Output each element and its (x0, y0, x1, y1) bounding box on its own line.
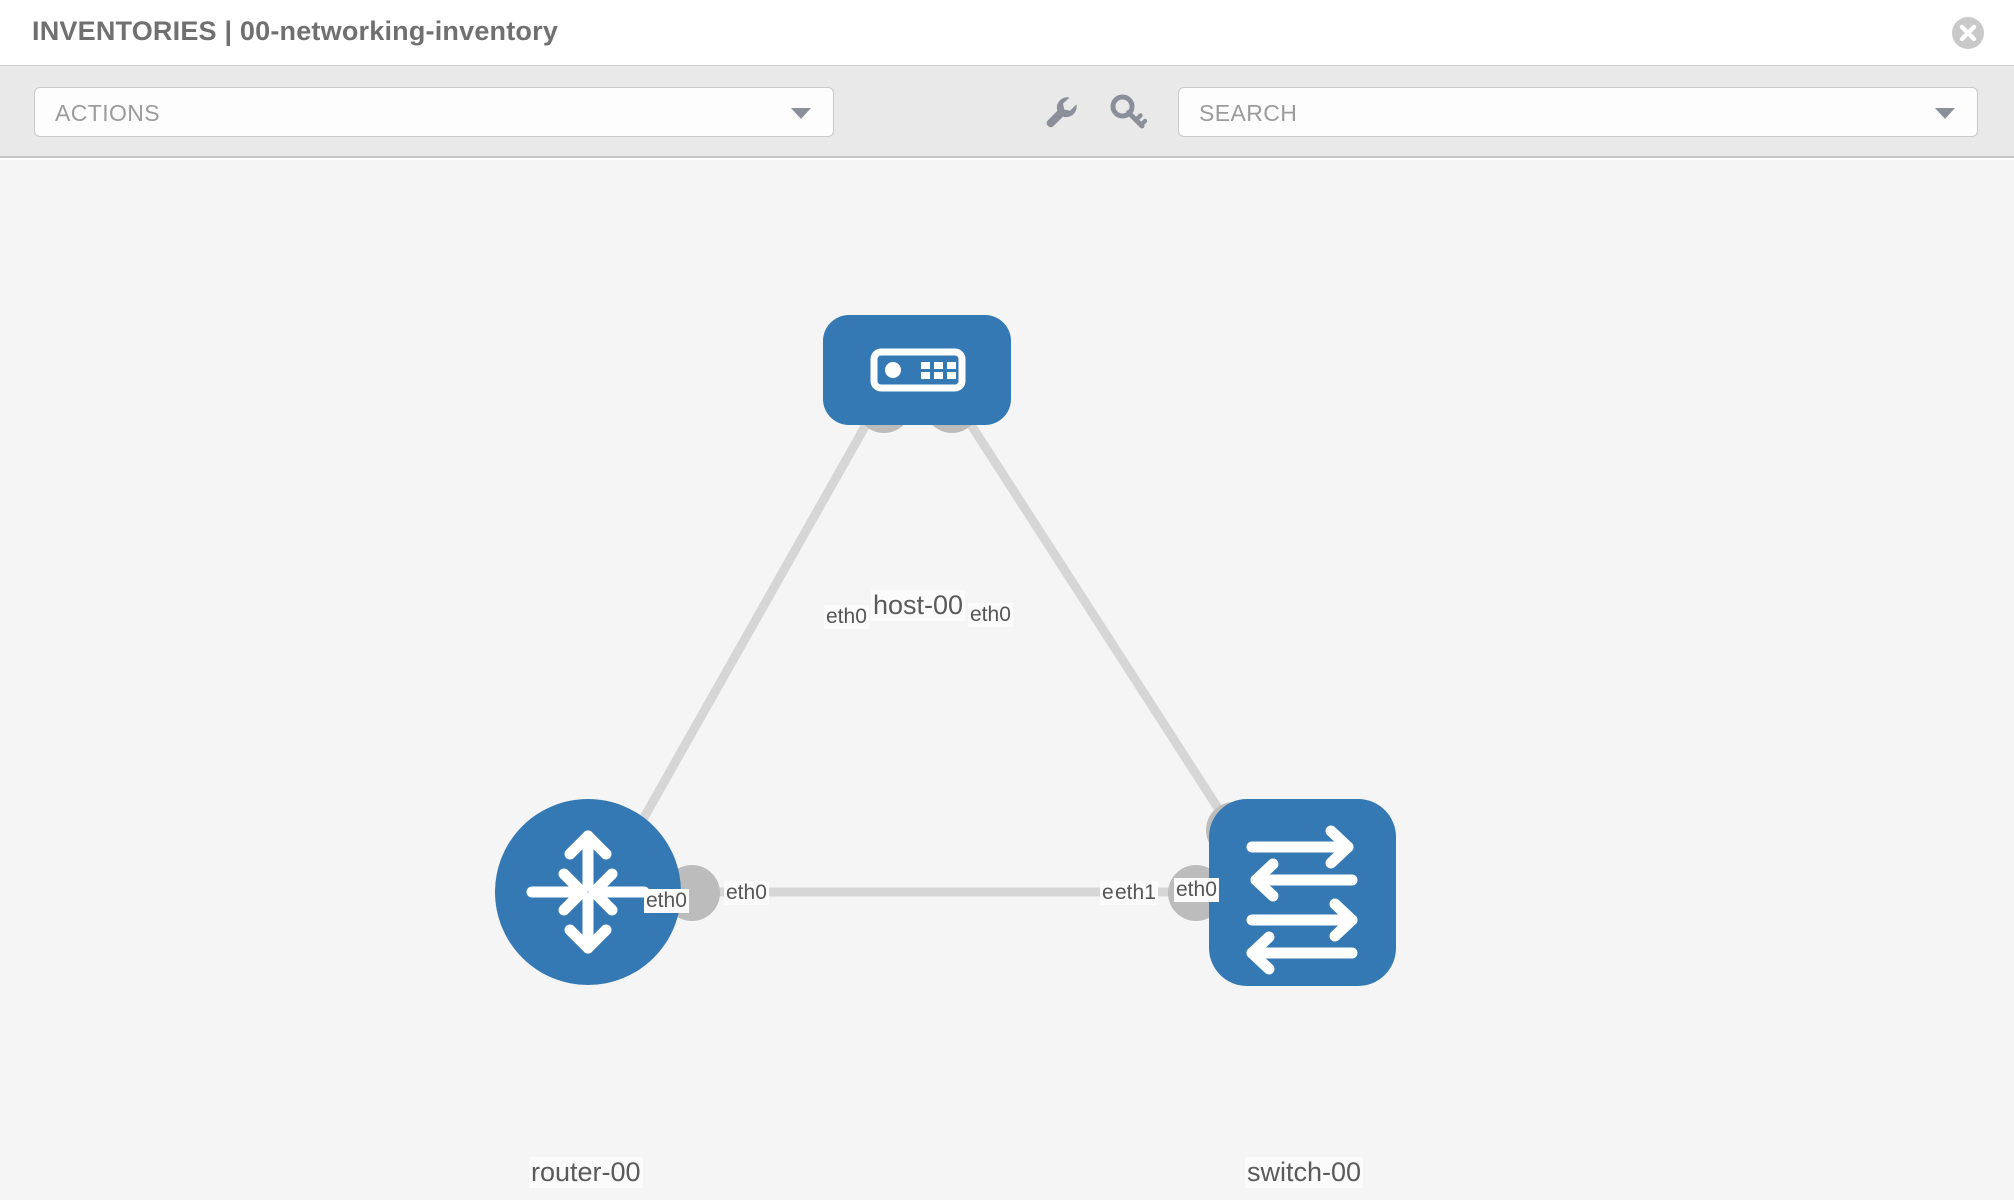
node-switch-00[interactable] (1209, 799, 1396, 986)
link-layer (616, 397, 1250, 897)
chevron-down-icon[interactable] (1935, 108, 1955, 119)
topology-canvas[interactable]: host-00 router-00 switch-00 eth0 eth0 et… (0, 160, 2014, 1200)
app-header: INVENTORIES | 00-networking-inventory (0, 0, 2014, 66)
chevron-down-icon (791, 108, 811, 119)
wrench-icon[interactable] (1040, 91, 1082, 133)
link-host-router (616, 397, 884, 863)
server-icon (870, 348, 966, 392)
link-host-switch (951, 397, 1249, 853)
edge-label-router-eth0-up: eth0 (644, 889, 689, 913)
actions-dropdown[interactable]: ACTIONS (34, 87, 834, 137)
switch-icon (1246, 825, 1358, 975)
key-icon[interactable] (1107, 91, 1149, 133)
node-host-00[interactable] (823, 315, 1011, 425)
topology-graph[interactable] (0, 160, 2014, 1200)
node-label-host-00: host-00 (871, 590, 966, 621)
search-placeholder: SEARCH (1199, 100, 1298, 126)
close-icon[interactable] (1950, 15, 1986, 51)
toolbar: ACTIONS SEARCH (0, 66, 2014, 158)
edge-label-switch-eth1: eth1 (1113, 881, 1158, 905)
node-label-router-00: router-00 (529, 1157, 643, 1188)
page-title: INVENTORIES | 00-networking-inventory (32, 16, 559, 46)
node-router-00[interactable] (495, 799, 681, 985)
node-label-switch-00: switch-00 (1245, 1157, 1364, 1188)
edge-label-host-eth0-right: eth0 (968, 603, 1013, 627)
edge-label-host-eth0-left: eth0 (824, 605, 869, 629)
router-icon (526, 830, 650, 954)
search-input[interactable]: SEARCH (1178, 87, 1978, 137)
edge-label-router-eth0-right: eth0 (724, 881, 769, 905)
edge-label-switch-eth0-up: eth0 (1174, 878, 1219, 902)
actions-dropdown-label: ACTIONS (55, 100, 161, 126)
interface-connector-layer (664, 377, 1262, 921)
